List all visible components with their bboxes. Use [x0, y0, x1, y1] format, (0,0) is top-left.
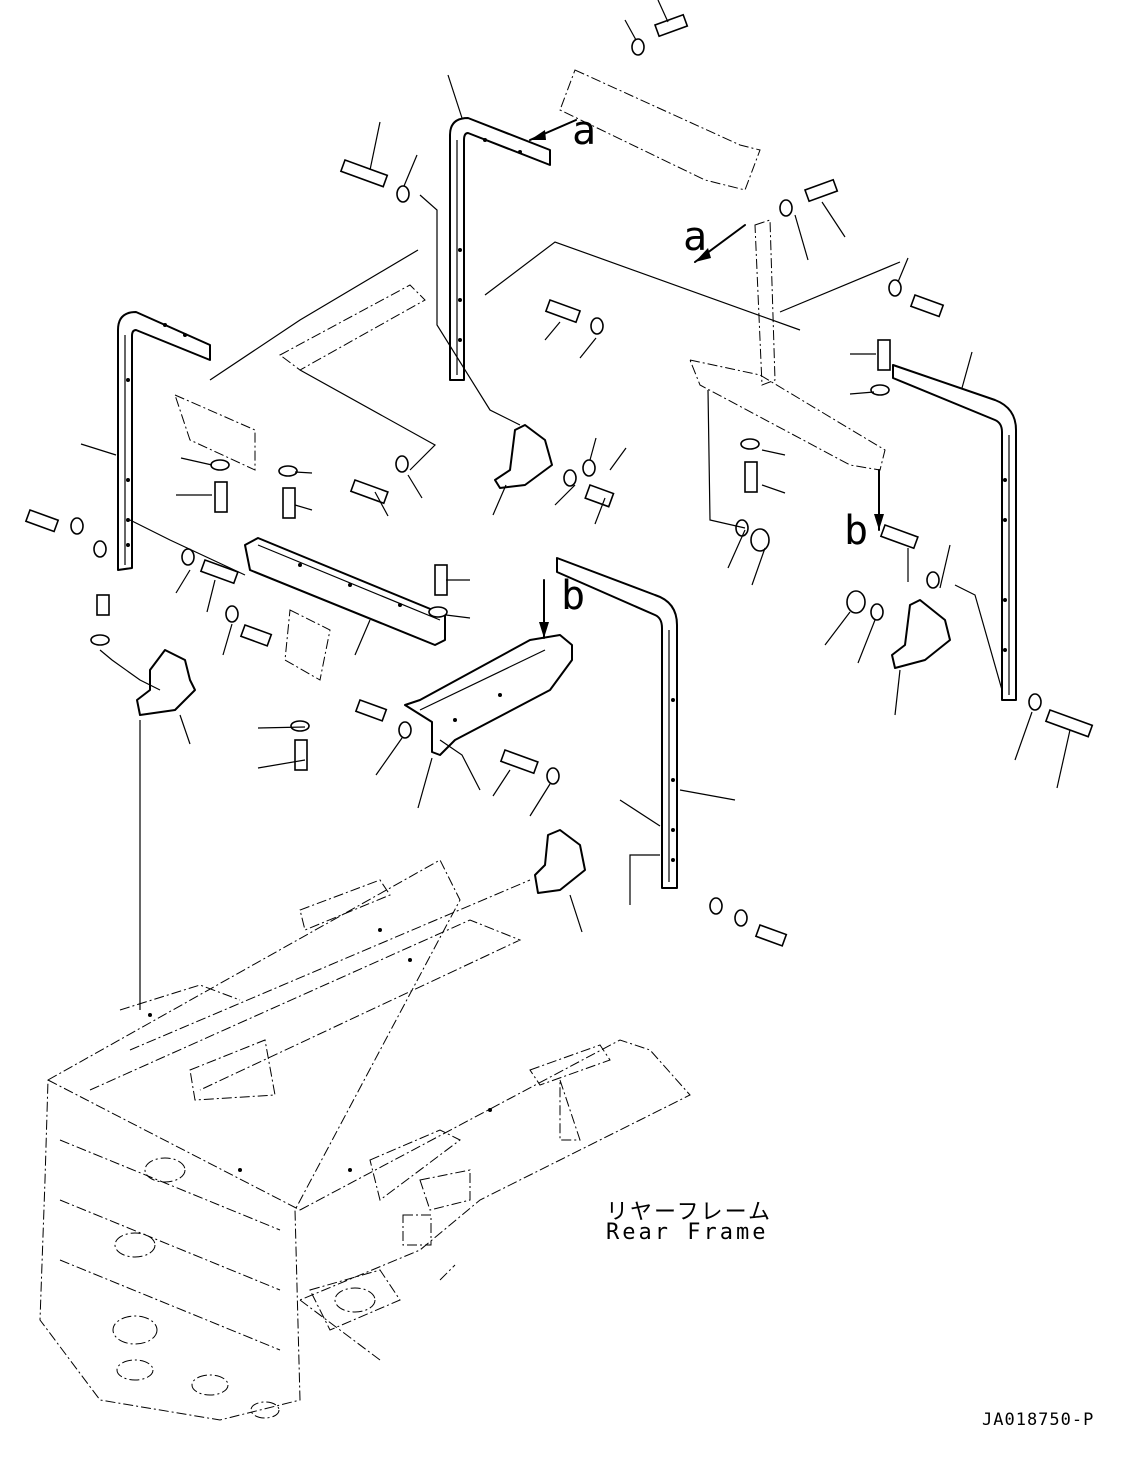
dashed-mounting-plates [174, 69, 886, 681]
bolts [96, 13, 1094, 775]
reference-mark-b-2: b [844, 508, 869, 554]
reference-mark-a: a [572, 108, 597, 154]
washers-and-nuts [24, 38, 1042, 947]
assembly-guide-lines [99, 194, 1003, 1010]
reference-mark-a-2: a [683, 214, 708, 260]
left-u-bracket [117, 311, 211, 571]
rear-frame-label-jp: リヤーフレーム [606, 1200, 773, 1225]
right-u-bracket [892, 364, 1017, 701]
reference-mark-b: b [561, 573, 586, 619]
leader-lines [80, 0, 1071, 933]
top-u-bracket [449, 117, 551, 381]
angled-support [404, 634, 573, 756]
center-u-bracket [556, 557, 678, 889]
cross-beam [244, 537, 446, 646]
rear-frame-outline [39, 859, 691, 1421]
reference-arrows [529, 119, 884, 639]
rear-frame-label-en: Rear Frame [606, 1220, 769, 1245]
mounting-feet [136, 424, 951, 894]
drawing-code: JA018750-P [982, 1410, 1095, 1430]
